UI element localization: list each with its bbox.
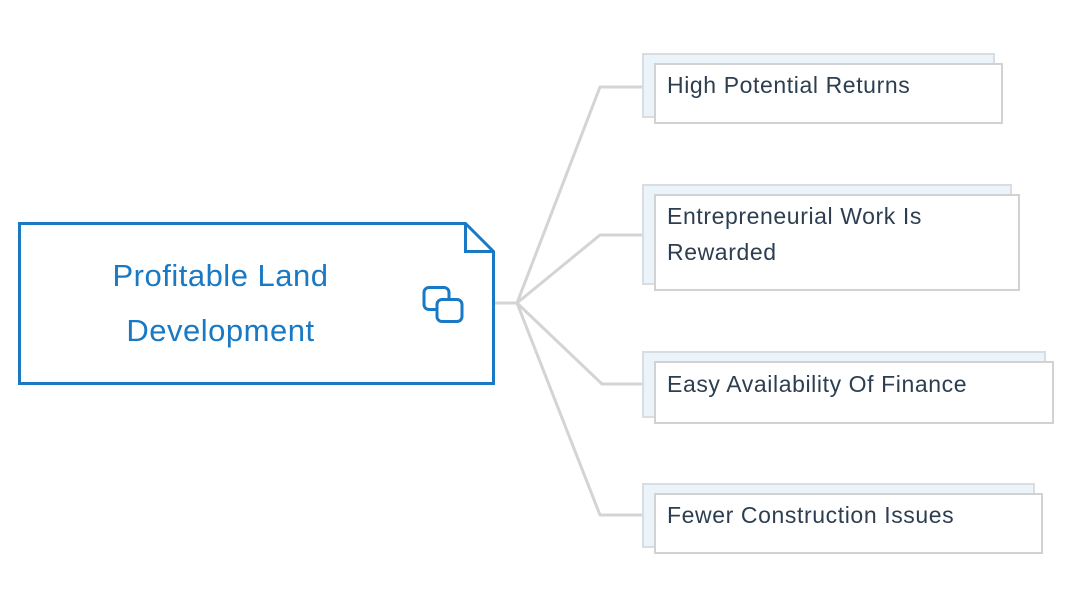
root-node-label: Profitable Land Development — [112, 258, 329, 348]
branch-node-label: Easy Availability Of Finance — [667, 370, 968, 397]
link-icon[interactable] — [421, 284, 465, 329]
connector-branch-3 — [515, 301, 644, 386]
connector-branch-2 — [515, 233, 644, 305]
connector-branch-1 — [515, 85, 644, 305]
branch-node-label: Fewer Construction Issues — [667, 501, 955, 528]
branch-node-easy-availability-finance[interactable]: Easy Availability Of Finance — [642, 351, 1054, 424]
branch-node-label: High Potential Returns — [667, 71, 911, 98]
branch-node-high-potential-returns[interactable]: High Potential Returns — [642, 53, 1003, 124]
root-node-shape — [18, 222, 495, 385]
branch-node-label: Entrepreneurial Work Is Rewarded — [667, 202, 922, 265]
connector-branch-4 — [515, 301, 644, 517]
branch-node-fewer-construction-issues[interactable]: Fewer Construction Issues — [642, 483, 1043, 554]
branch-node-entrepreneurial-work[interactable]: Entrepreneurial Work Is Rewarded — [642, 184, 1020, 291]
root-node[interactable]: Profitable Land Development — [18, 222, 495, 385]
